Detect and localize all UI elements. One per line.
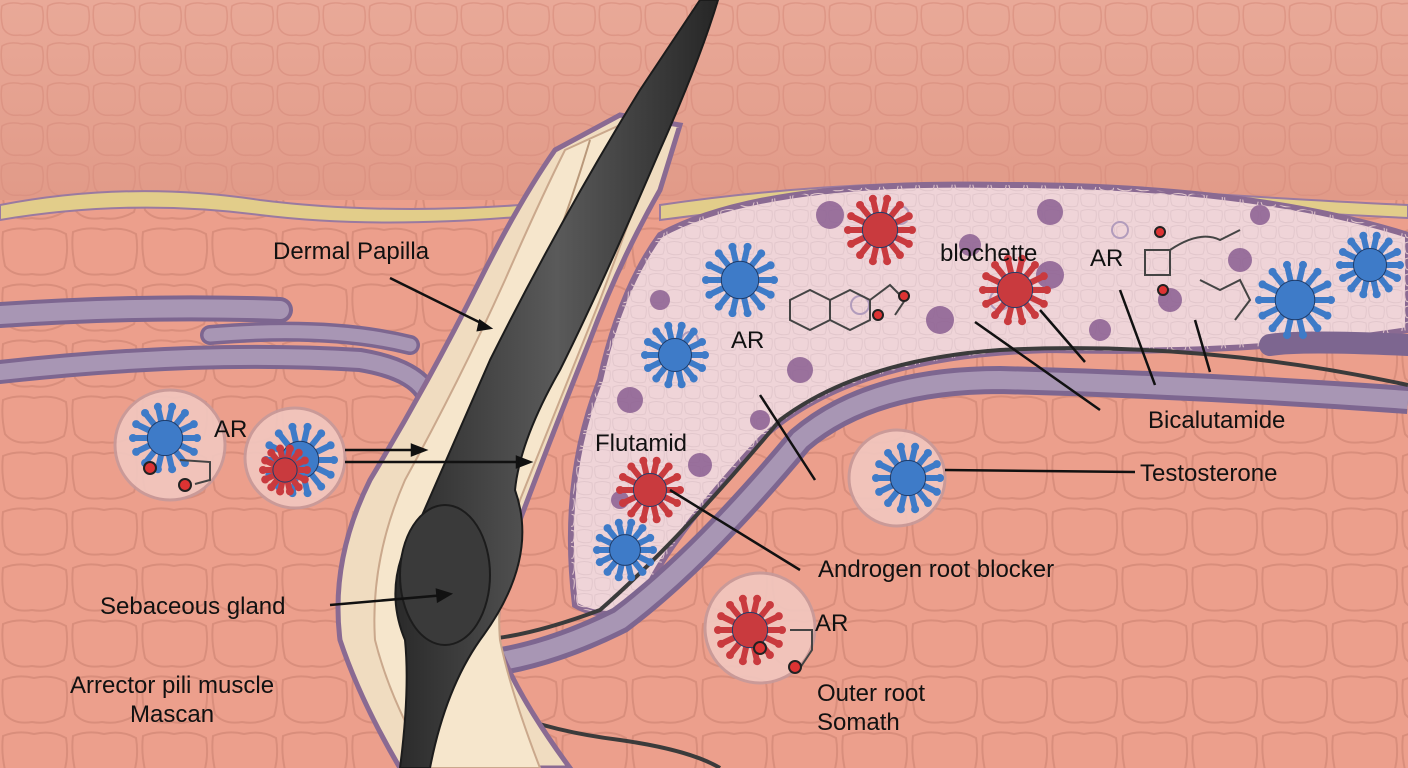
androgen-receptor-icon: [1255, 260, 1335, 340]
label-arrector-pili: Arrector pili muscle Mascan: [70, 672, 275, 728]
androgen-receptor-icon: [1336, 231, 1404, 299]
label-ar-bottom: AR: [815, 610, 849, 637]
leader-lines: [329, 276, 1212, 607]
molecule-layer: [129, 194, 1404, 666]
antiandrogen-blocker-icon: [714, 594, 786, 666]
antiandrogen-blocker-icon: [844, 194, 916, 266]
antiandrogen-blocker-icon: [616, 456, 684, 524]
label-androgen-root-blocker: Androgen root blocker: [818, 556, 1055, 583]
androgen-receptor-icon: [593, 518, 657, 582]
androgen-receptor-icon: [872, 442, 944, 514]
label-flutamid: Flutamid: [595, 430, 688, 457]
androgen-receptor-icon: [129, 402, 201, 474]
label-sebaceous-gland: Sebaceous gland: [100, 593, 286, 620]
label-ar-left: AR: [214, 416, 248, 443]
label-ar-gland: AR: [731, 327, 765, 354]
androgen-receptor-icon: [641, 321, 709, 389]
antiandrogen-blocker-icon: [979, 254, 1051, 326]
label-blochette: blochette: [940, 240, 1038, 267]
antiandrogen-blocker-icon: [259, 444, 311, 496]
label-dermal-papilla: Dermal Papilla: [273, 238, 430, 265]
androgen-receptor-icon: [702, 242, 778, 318]
label-testosterone: Testosterone: [1140, 460, 1278, 487]
label-ar-top-right: AR: [1090, 245, 1124, 272]
label-outer-root: Outer root Somath: [817, 680, 926, 736]
molecule-structure-icon: [143, 226, 1252, 674]
label-bicalutamide: Bicalutamide: [1148, 407, 1286, 434]
